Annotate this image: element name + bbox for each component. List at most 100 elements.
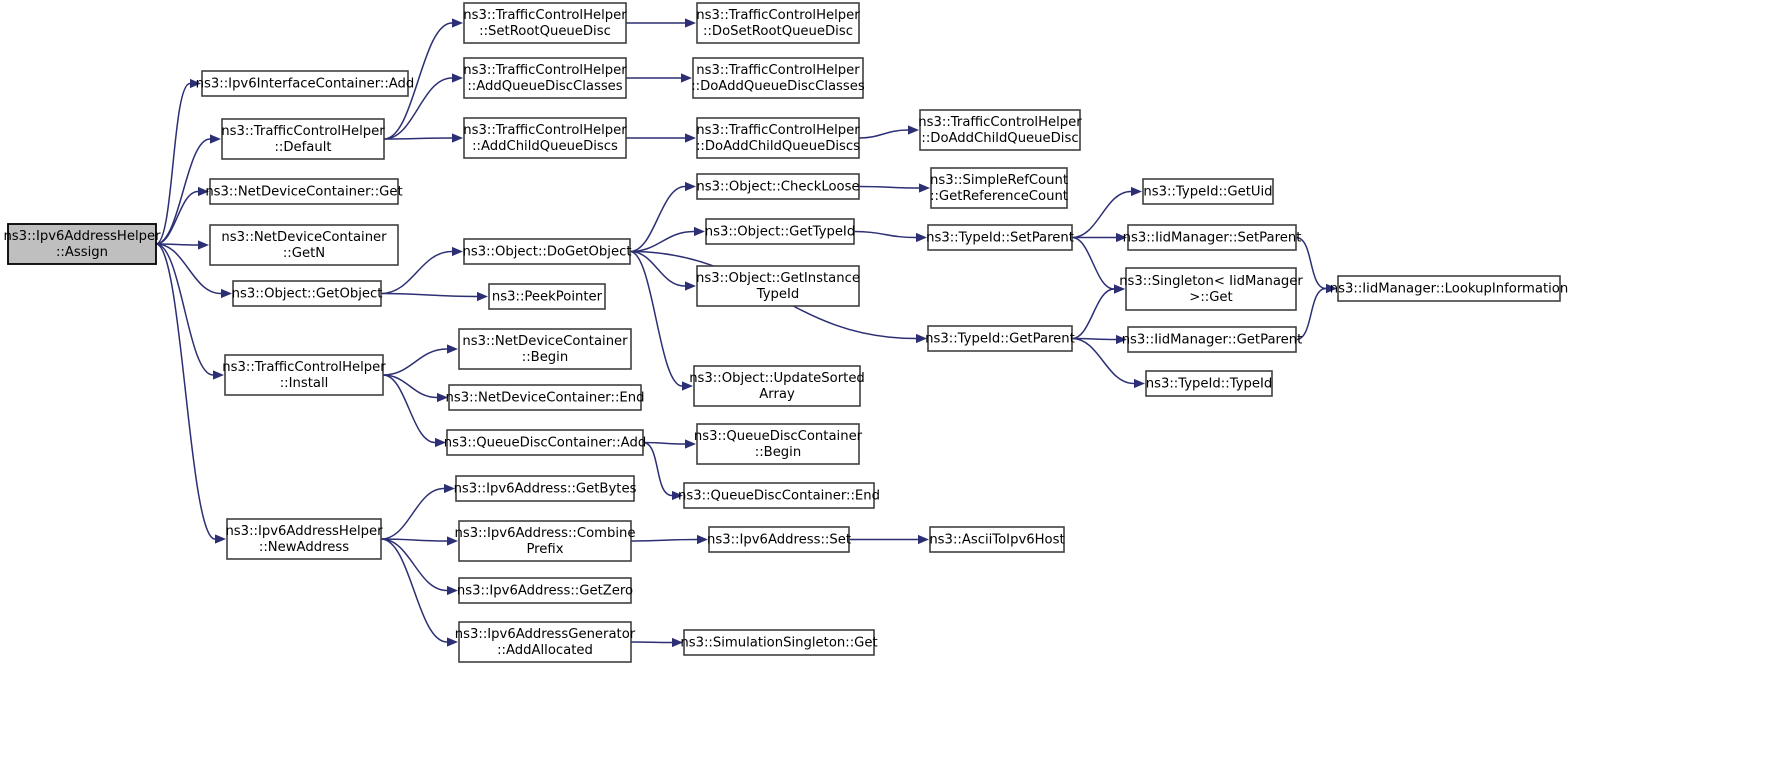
- node-box[interactable]: [927, 224, 1073, 251]
- node-typeid_getparent[interactable]: ns3::TypeId::GetParent: [925, 325, 1075, 352]
- node-obj_getobject[interactable]: ns3::Object::GetObject: [232, 280, 383, 307]
- node-box[interactable]: [696, 117, 860, 159]
- node-box[interactable]: [463, 238, 631, 265]
- node-ndc_end[interactable]: ns3::NetDeviceContainer::End: [446, 384, 645, 411]
- node-obj_checkloose[interactable]: ns3::Object::CheckLoose: [696, 173, 860, 200]
- node-box[interactable]: [455, 475, 635, 502]
- node-box[interactable]: [458, 520, 632, 562]
- node-label: ::DoAddChildQueueDiscs: [696, 139, 860, 154]
- node-box[interactable]: [201, 70, 409, 97]
- node-label: ns3::TrafficControlHelper: [463, 123, 627, 138]
- node-label: ns3::QueueDiscContainer::Add: [444, 436, 646, 451]
- node-box[interactable]: [696, 173, 860, 200]
- node-ipv6addr_getbytes[interactable]: ns3::Ipv6Address::GetBytes: [454, 475, 637, 502]
- node-box[interactable]: [463, 57, 627, 99]
- node-box[interactable]: [226, 518, 382, 560]
- node-ipv6ifc_add[interactable]: ns3::Ipv6InterfaceContainer::Add: [196, 70, 415, 97]
- node-tch_default[interactable]: ns3::TrafficControlHelper::Default: [221, 118, 385, 160]
- node-typeid_setparent[interactable]: ns3::TypeId::SetParent: [926, 224, 1074, 251]
- node-box[interactable]: [929, 526, 1065, 553]
- node-tch_setroot[interactable]: ns3::TrafficControlHelper::SetRootQueueD…: [463, 2, 627, 44]
- node-box[interactable]: [930, 167, 1068, 209]
- node-box[interactable]: [696, 423, 860, 465]
- node-box[interactable]: [209, 224, 399, 266]
- node-label: >::Get: [1189, 290, 1232, 305]
- call-edge: [1295, 236, 1327, 290]
- node-singleton_iidmgr_get[interactable]: ns3::Singleton< IidManager>::Get: [1119, 267, 1303, 311]
- node-label: ns3::Ipv6Address::GetBytes: [454, 482, 637, 497]
- node-ndc_getn[interactable]: ns3::NetDeviceContainer::GetN: [209, 224, 399, 266]
- node-box[interactable]: [458, 621, 632, 663]
- node-qdc_end[interactable]: ns3::QueueDiscContainer::End: [678, 482, 880, 509]
- node-box[interactable]: [683, 482, 875, 509]
- node-box[interactable]: [448, 384, 642, 411]
- call-edge: [642, 441, 673, 497]
- node-tch_doaddqdclasses[interactable]: ns3::TrafficControlHelper::DoAddQueueDis…: [691, 57, 865, 99]
- node-simplerefcount_getref[interactable]: ns3::SimpleRefCount::GetReferenceCount: [930, 167, 1068, 209]
- node-ndc_begin[interactable]: ns3::NetDeviceContainer::Begin: [458, 328, 632, 370]
- node-assign[interactable]: ns3::Ipv6AddressHelper::Assign: [3, 223, 161, 265]
- node-label: ns3::TrafficControlHelper: [696, 123, 860, 138]
- node-asciitoipv6host[interactable]: ns3::AsciiToIpv6Host: [929, 526, 1065, 553]
- node-box[interactable]: [446, 429, 644, 456]
- node-box[interactable]: [1127, 326, 1297, 353]
- node-tch_addqdclasses[interactable]: ns3::TrafficControlHelper::AddQueueDiscC…: [463, 57, 627, 99]
- node-box[interactable]: [696, 2, 860, 44]
- node-box[interactable]: [463, 117, 627, 159]
- node-tch_addchildqd[interactable]: ns3::TrafficControlHelper::AddChildQueue…: [463, 117, 627, 159]
- node-tch_doaddchildqd[interactable]: ns3::TrafficControlHelper::DoAddChildQue…: [918, 109, 1082, 151]
- node-box[interactable]: [696, 265, 860, 307]
- node-ipv6helper_newaddress[interactable]: ns3::Ipv6AddressHelper::NewAddress: [225, 518, 383, 560]
- node-ndc_get[interactable]: ns3::NetDeviceContainer::Get: [205, 178, 403, 205]
- node-box[interactable]: [1142, 178, 1274, 205]
- node-ipv6gen_addallocated[interactable]: ns3::Ipv6AddressGenerator::AddAllocated: [455, 621, 636, 663]
- node-box[interactable]: [221, 118, 385, 160]
- node-iidmgr_lookupinfo[interactable]: ns3::IidManager::LookupInformation: [1330, 275, 1568, 302]
- node-box[interactable]: [927, 325, 1073, 352]
- node-label: ::DoSetRootQueueDisc: [703, 24, 853, 39]
- node-obj_gettypeid[interactable]: ns3::Object::GetTypeId: [705, 218, 855, 245]
- node-box[interactable]: [705, 218, 855, 245]
- node-tch_install[interactable]: ns3::TrafficControlHelper::Install: [222, 354, 386, 396]
- node-iidmgr_getparent[interactable]: ns3::IidManager::GetParent: [1122, 326, 1303, 353]
- node-iidmgr_setparent[interactable]: ns3::IidManager::SetParent: [1123, 224, 1302, 251]
- node-box[interactable]: [683, 629, 875, 656]
- node-simsingleton_get[interactable]: ns3::SimulationSingleton::Get: [680, 629, 878, 656]
- node-box[interactable]: [488, 283, 606, 310]
- node-box[interactable]: [458, 328, 632, 370]
- node-box[interactable]: [919, 109, 1081, 151]
- node-box[interactable]: [7, 223, 157, 265]
- node-typeid_getuid[interactable]: ns3::TypeId::GetUid: [1142, 178, 1274, 205]
- node-label: ns3::TrafficControlHelper: [696, 8, 860, 23]
- node-box[interactable]: [232, 280, 382, 307]
- node-box[interactable]: [209, 178, 399, 205]
- node-qdc_begin[interactable]: ns3::QueueDiscContainer::Begin: [694, 423, 863, 465]
- node-box[interactable]: [1337, 275, 1561, 302]
- node-box[interactable]: [1145, 370, 1273, 397]
- node-box[interactable]: [458, 577, 632, 604]
- node-box[interactable]: [463, 2, 627, 44]
- node-box[interactable]: [693, 365, 861, 407]
- node-box[interactable]: [1127, 224, 1297, 251]
- node-typeid_typeid[interactable]: ns3::TypeId::TypeId: [1145, 370, 1273, 397]
- edge-arrowhead: [1326, 283, 1337, 294]
- node-ipv6addr_set[interactable]: ns3::Ipv6Address::Set: [707, 526, 851, 553]
- node-box[interactable]: [1125, 267, 1297, 311]
- node-label: ns3::TypeId::GetParent: [925, 332, 1075, 347]
- node-label: ::Install: [280, 376, 329, 391]
- node-label: TypeId: [756, 287, 800, 302]
- node-peekpointer[interactable]: ns3::PeekPointer: [488, 283, 606, 310]
- node-ipv6addr_getzero[interactable]: ns3::Ipv6Address::GetZero: [457, 577, 633, 604]
- node-label: ns3::NetDeviceContainer::End: [446, 391, 645, 406]
- node-obj_dogetobject[interactable]: ns3::Object::DoGetObject: [462, 238, 632, 265]
- node-tch_doaddchildqds[interactable]: ns3::TrafficControlHelper::DoAddChildQue…: [696, 117, 860, 159]
- node-box[interactable]: [692, 57, 864, 99]
- node-tch_dosetroot[interactable]: ns3::TrafficControlHelper::DoSetRootQueu…: [696, 2, 860, 44]
- node-qdc_add[interactable]: ns3::QueueDiscContainer::Add: [444, 429, 646, 456]
- edge-arrowhead: [447, 585, 458, 596]
- node-box[interactable]: [708, 526, 850, 553]
- node-box[interactable]: [224, 354, 384, 396]
